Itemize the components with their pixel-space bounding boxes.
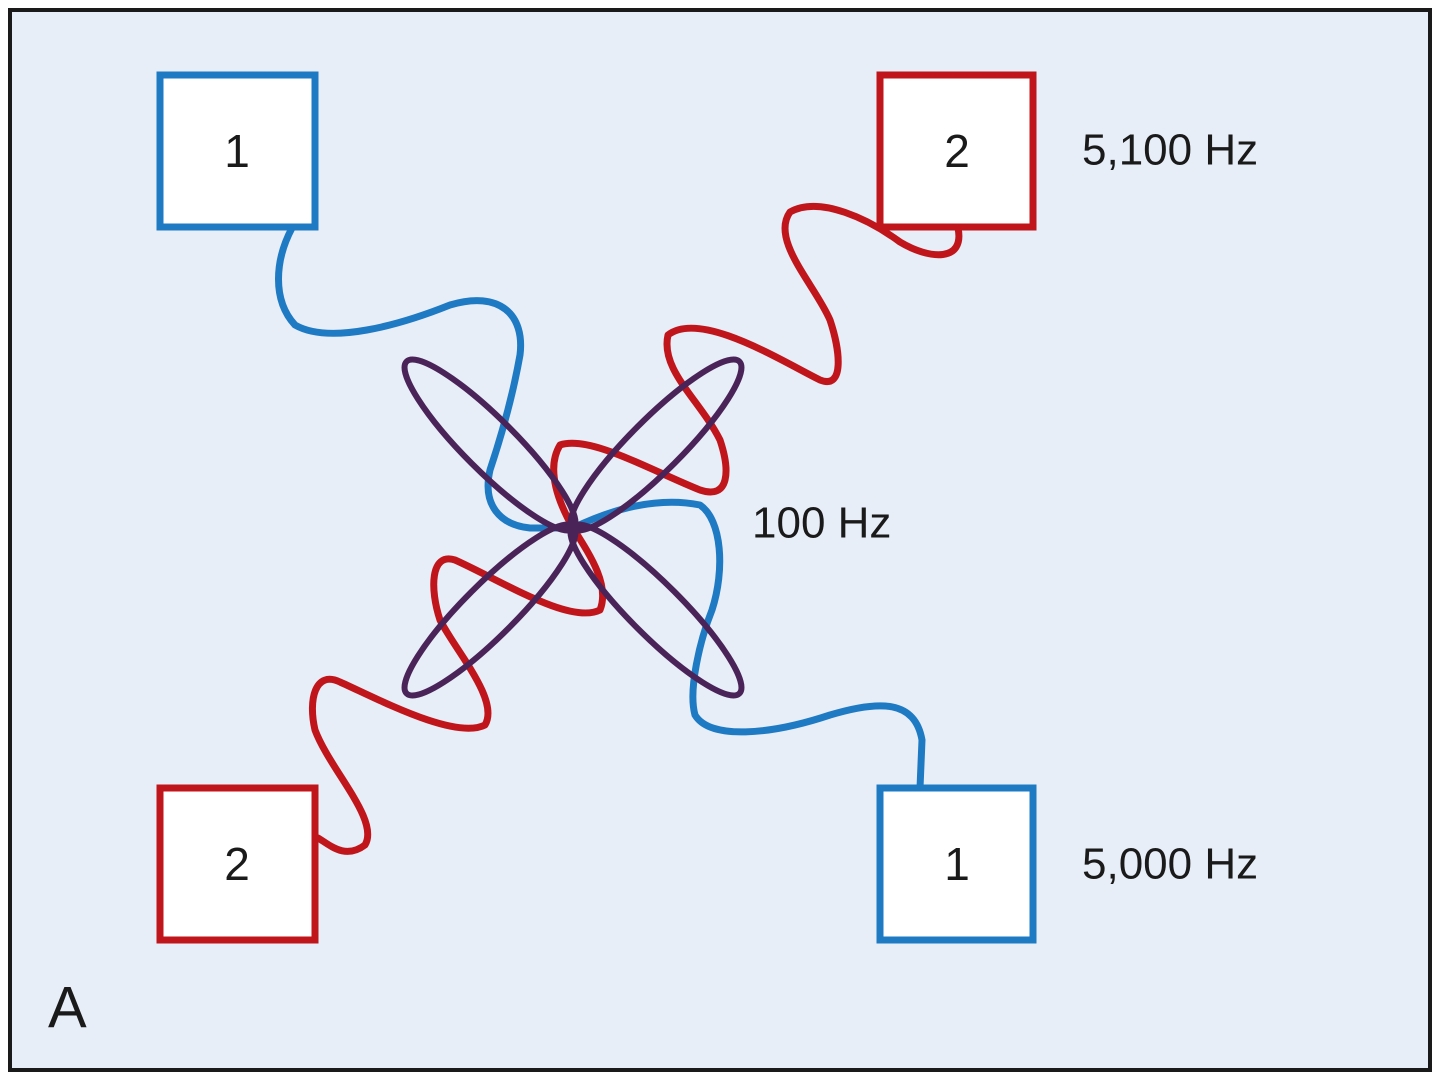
frequency-label-circuit-1: 5,000 Hz — [1082, 840, 1258, 889]
electrode-label: 1 — [224, 125, 250, 177]
frequency-label-circuit-2: 5,100 Hz — [1082, 126, 1258, 175]
panel-letter: A — [48, 976, 87, 1041]
electrode-label: 2 — [224, 838, 250, 890]
electrode-top-right: 2 — [876, 71, 1037, 231]
electrode-bottom-left: 2 — [156, 784, 319, 944]
electrode-label: 1 — [944, 838, 970, 890]
circuit-2-wire-bottom-left — [309, 524, 607, 855]
electrode-top-left: 1 — [156, 71, 319, 231]
frequency-label-beat: 100 Hz — [752, 499, 891, 548]
electrode-bottom-right: 1 — [876, 784, 1037, 944]
electrode-label: 2 — [944, 125, 970, 177]
circuit-2-wire-top-right — [550, 202, 963, 532]
interference-petal-bottom-right — [567, 521, 745, 699]
